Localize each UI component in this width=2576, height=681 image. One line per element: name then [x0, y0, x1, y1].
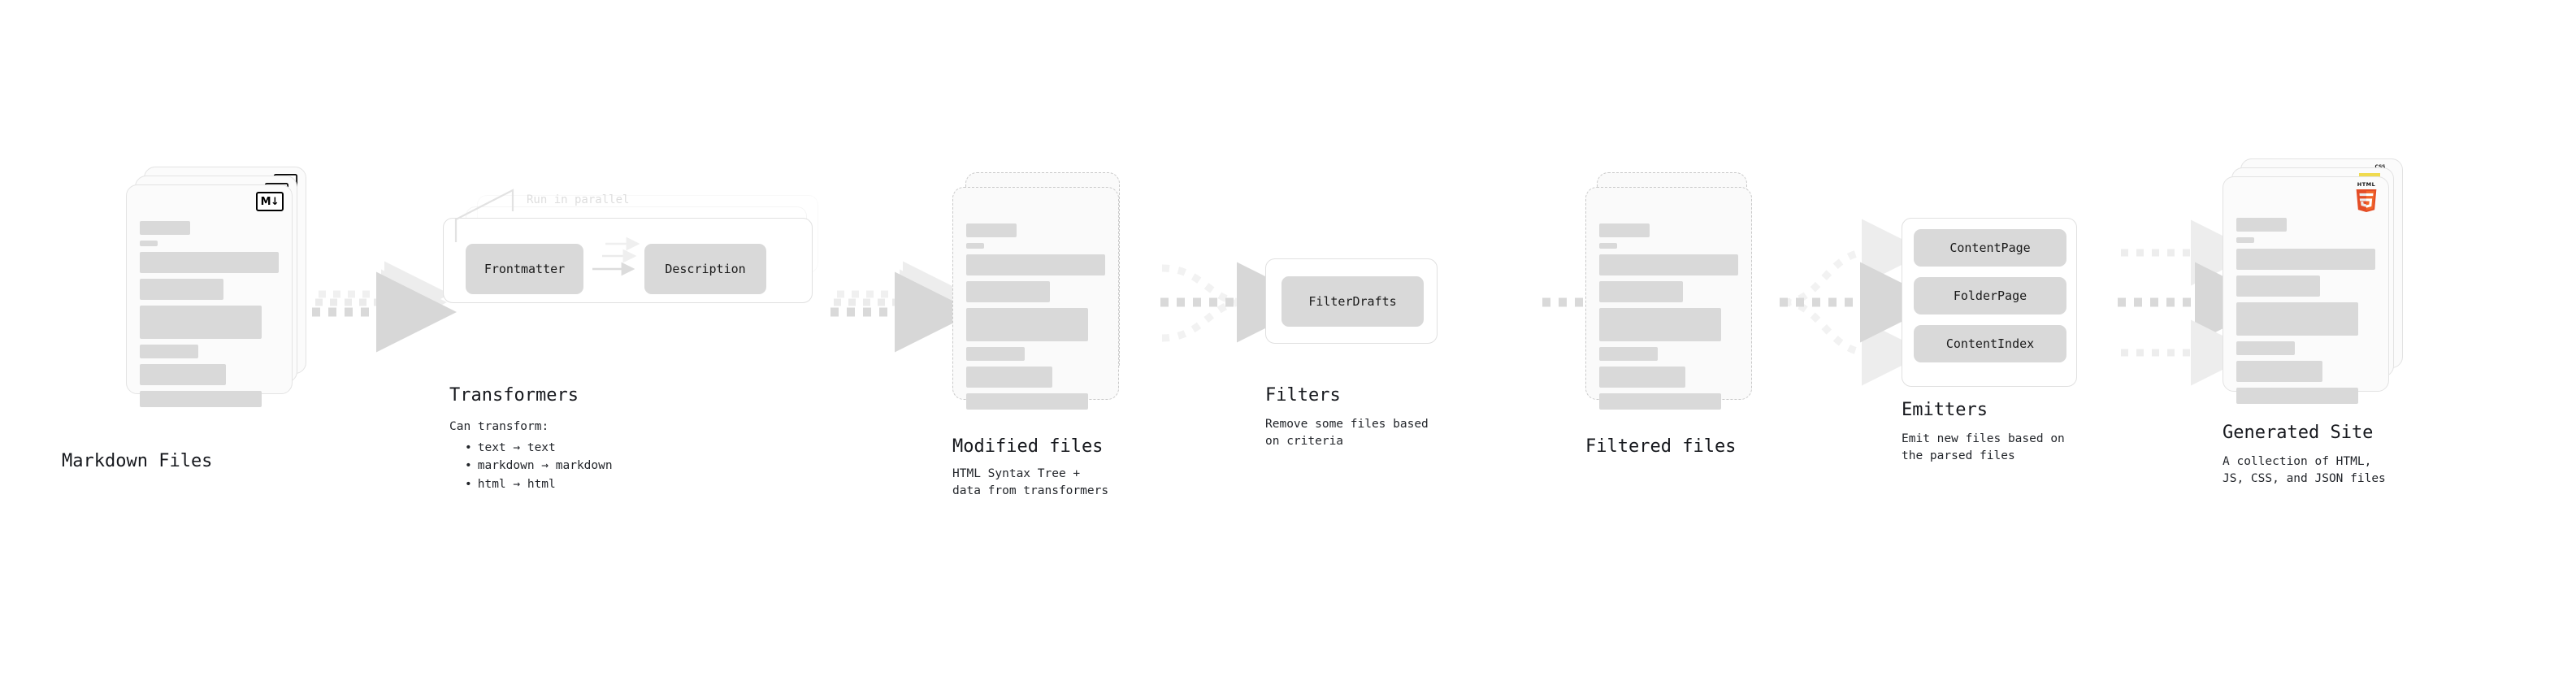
doc-line — [966, 367, 1053, 388]
doc-line — [966, 308, 1089, 341]
stage-filters: FilterDrafts — [1265, 258, 1438, 344]
stage-generated-site: CSS HTML — [2223, 158, 2413, 404]
doc-line — [966, 243, 984, 249]
doc-line — [966, 281, 1050, 302]
chip-contentpage[interactable]: ContentPage — [1914, 229, 2066, 267]
bullet-html-to-html: html → html — [465, 475, 613, 493]
connector-filtered-to-emitters — [1780, 219, 1941, 386]
doc-line — [966, 223, 1017, 237]
doc-line — [2236, 388, 2359, 404]
stage-emitters: ContentPage FolderPage ContentIndex — [1902, 218, 2077, 387]
doc-line — [2236, 237, 2254, 243]
doc-line — [140, 221, 190, 235]
modified-files-subtitle: HTML Syntax Tree + data from transformer… — [952, 467, 1109, 498]
label-transformers: Transformers — [449, 385, 579, 406]
doc-line — [2236, 275, 2320, 297]
stage-markdown-files: M↓ M↓ M↓ — [126, 167, 314, 407]
doc-line — [2236, 361, 2323, 382]
markdown-card-front[interactable]: M↓ — [126, 184, 293, 407]
doc-line — [2236, 341, 2295, 355]
bullet-text-to-text: text → text — [465, 439, 613, 457]
label-markdown-files: Markdown Files — [62, 451, 213, 471]
doc-line — [140, 306, 262, 339]
emitters-subtitle: Emit new files based on the parsed files — [1902, 432, 2065, 463]
doc-line — [140, 279, 223, 300]
site-card-front[interactable]: HTML — [2223, 176, 2389, 404]
doc-line — [140, 345, 198, 358]
connector-emitters-to-site — [2118, 219, 2275, 386]
doc-line — [966, 254, 1105, 275]
chip-frontmatter[interactable]: Frontmatter — [466, 244, 583, 294]
filters-frame[interactable]: FilterDrafts — [1265, 258, 1438, 344]
label-emitters: Emitters — [1902, 400, 1988, 420]
markdown-file-stack[interactable]: M↓ M↓ M↓ — [126, 167, 314, 407]
modified-card-front[interactable] — [952, 187, 1119, 410]
document-placeholder-lines — [966, 223, 1105, 415]
generated-site-stack[interactable]: CSS HTML — [2223, 158, 2413, 404]
html5-shield-icon — [2356, 189, 2377, 212]
document-placeholder-lines — [1599, 223, 1738, 415]
generated-site-subtitle: A collection of HTML, JS, CSS, and JSON … — [2223, 455, 2386, 486]
doc-line — [1599, 281, 1683, 302]
label-filtered-files: Filtered files — [1585, 436, 1737, 457]
label-generated-site: Generated Site — [2223, 423, 2374, 443]
chip-description[interactable]: Description — [644, 244, 766, 294]
document-placeholder-lines — [2236, 218, 2375, 410]
html5-icon-label: HTML — [2357, 181, 2376, 188]
chip-contentindex[interactable]: ContentIndex — [1914, 325, 2066, 362]
doc-line — [2236, 218, 2287, 232]
connector-markdown-to-transformers — [312, 261, 457, 353]
bullet-markdown-to-markdown: markdown → markdown — [465, 457, 613, 475]
stage-transformers: Frontmatter Description — [443, 189, 849, 358]
transformers-subtitle: Can transform: — [449, 420, 549, 433]
doc-line — [140, 364, 227, 385]
markdown-icon: M↓ — [256, 192, 284, 211]
doc-line — [140, 252, 279, 273]
doc-line — [140, 241, 158, 246]
stage-filtered-files — [1585, 172, 1768, 410]
modified-file-stack[interactable] — [952, 172, 1135, 410]
doc-line — [966, 393, 1089, 410]
doc-line — [1599, 223, 1650, 237]
label-modified-files: Modified files — [952, 436, 1104, 457]
doc-line — [1599, 243, 1617, 249]
doc-line — [1599, 367, 1686, 388]
doc-line — [1599, 254, 1738, 275]
html5-icon: HTML — [2354, 182, 2379, 214]
document-placeholder-lines — [140, 221, 279, 413]
annotation-run-in-parallel: Run in parallel — [527, 193, 630, 206]
label-filters: Filters — [1265, 385, 1341, 406]
run-in-parallel-bracket — [454, 189, 514, 242]
doc-line — [2236, 249, 2375, 270]
doc-line — [2236, 302, 2359, 336]
chip-folderpage[interactable]: FolderPage — [1914, 277, 2066, 314]
stage-modified-files — [952, 172, 1135, 410]
doc-line — [966, 347, 1025, 361]
emitters-frame[interactable]: ContentPage FolderPage ContentIndex — [1902, 218, 2077, 387]
css-icon-label: CSS — [2375, 165, 2386, 170]
transformers-bullet-list: text → text markdown → markdown html → h… — [453, 439, 613, 493]
filtered-card-front[interactable] — [1585, 187, 1752, 410]
transformers-inner-arrows — [592, 236, 640, 276]
doc-line — [1599, 393, 1722, 410]
filters-subtitle: Remove some files based on criteria — [1265, 418, 1429, 449]
doc-line — [1599, 308, 1722, 341]
doc-line — [140, 391, 262, 407]
connector-modified-to-filters — [1160, 262, 1317, 343]
filtered-file-stack[interactable] — [1585, 172, 1768, 410]
doc-line — [1599, 347, 1658, 361]
chip-filterdrafts[interactable]: FilterDrafts — [1281, 276, 1424, 327]
